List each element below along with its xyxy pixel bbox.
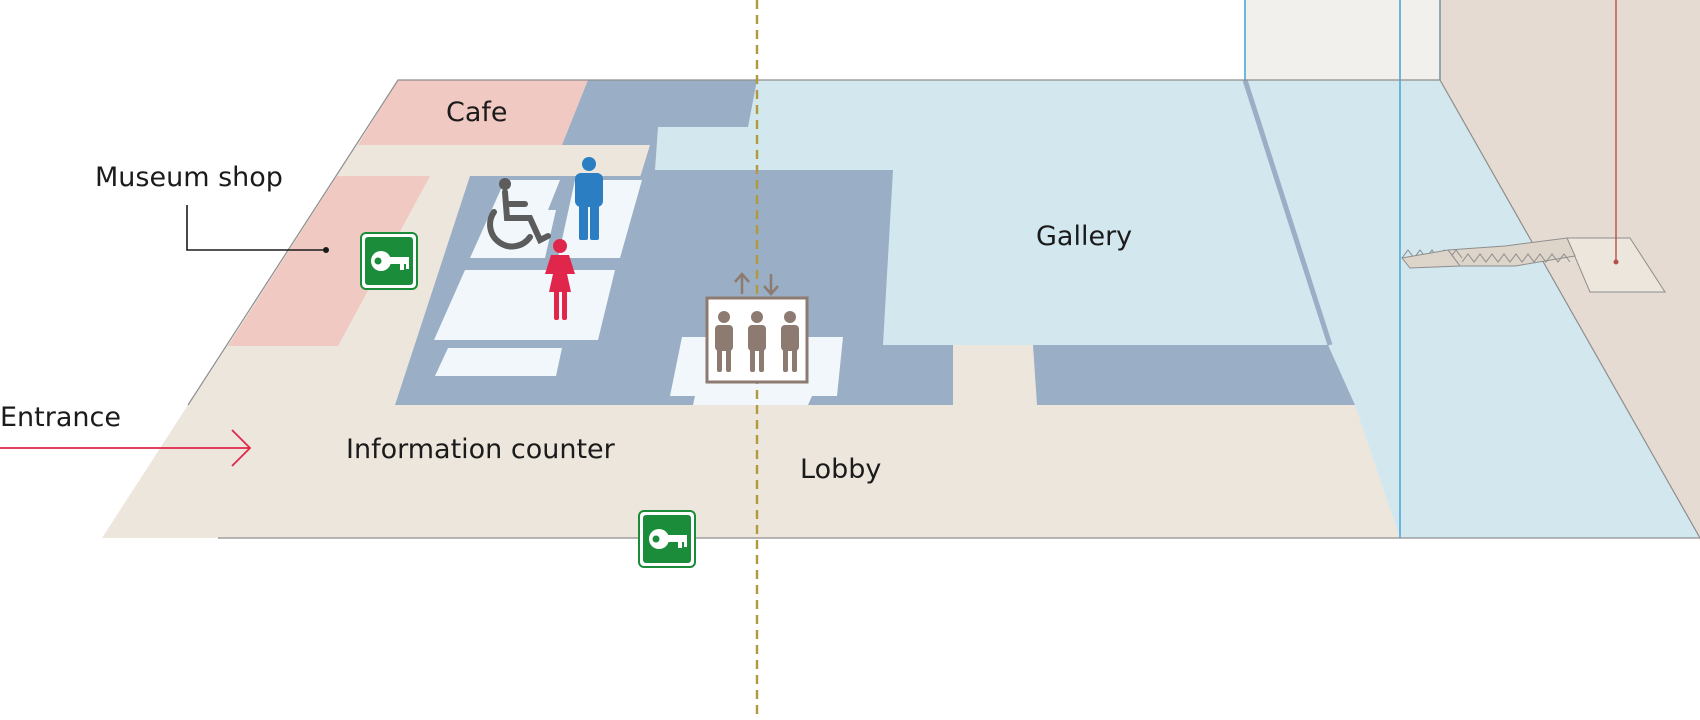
museum-shop-area	[228, 176, 430, 346]
key-icon	[360, 232, 418, 290]
stair-flight-lower	[1401, 249, 1461, 269]
stairs	[1401, 0, 1666, 293]
elevator-icon	[705, 272, 809, 384]
lobby-label: Lobby	[800, 454, 881, 485]
man-icon	[575, 157, 603, 240]
information-counter-label: Information counter	[346, 434, 616, 465]
back-wall-panel	[1245, 0, 1440, 80]
floor-outline	[187, 79, 1700, 539]
key-icon	[638, 510, 696, 568]
service-block-top	[562, 80, 757, 145]
cafe-label: Cafe	[446, 97, 508, 128]
entrance-arrow	[0, 429, 252, 467]
gallery-room	[655, 80, 1328, 345]
toilet-room-women	[434, 270, 615, 340]
corridor-strip	[435, 348, 562, 376]
gallery-wall-line	[1242, 79, 1333, 346]
back-wall-area	[1244, 0, 1700, 540]
right-side-wall	[1440, 0, 1700, 540]
wheelchair-icon	[487, 178, 551, 250]
entrance-label: Entrance	[0, 402, 121, 433]
stair-landing	[1566, 237, 1666, 293]
museum-shop-leader	[186, 205, 326, 251]
woman-icon	[545, 239, 575, 320]
museum-shop-leader-dot	[323, 247, 329, 253]
stair-pointer-dot	[1613, 259, 1619, 265]
gallery-hall	[757, 80, 1700, 538]
museum-shop-label: Museum shop	[95, 162, 283, 193]
service-block-right	[1033, 345, 1355, 405]
gallery-label: Gallery	[1036, 221, 1132, 252]
cafe-area	[358, 80, 588, 145]
elevator-floor-bottom	[693, 396, 812, 405]
service-block-center	[570, 127, 953, 405]
